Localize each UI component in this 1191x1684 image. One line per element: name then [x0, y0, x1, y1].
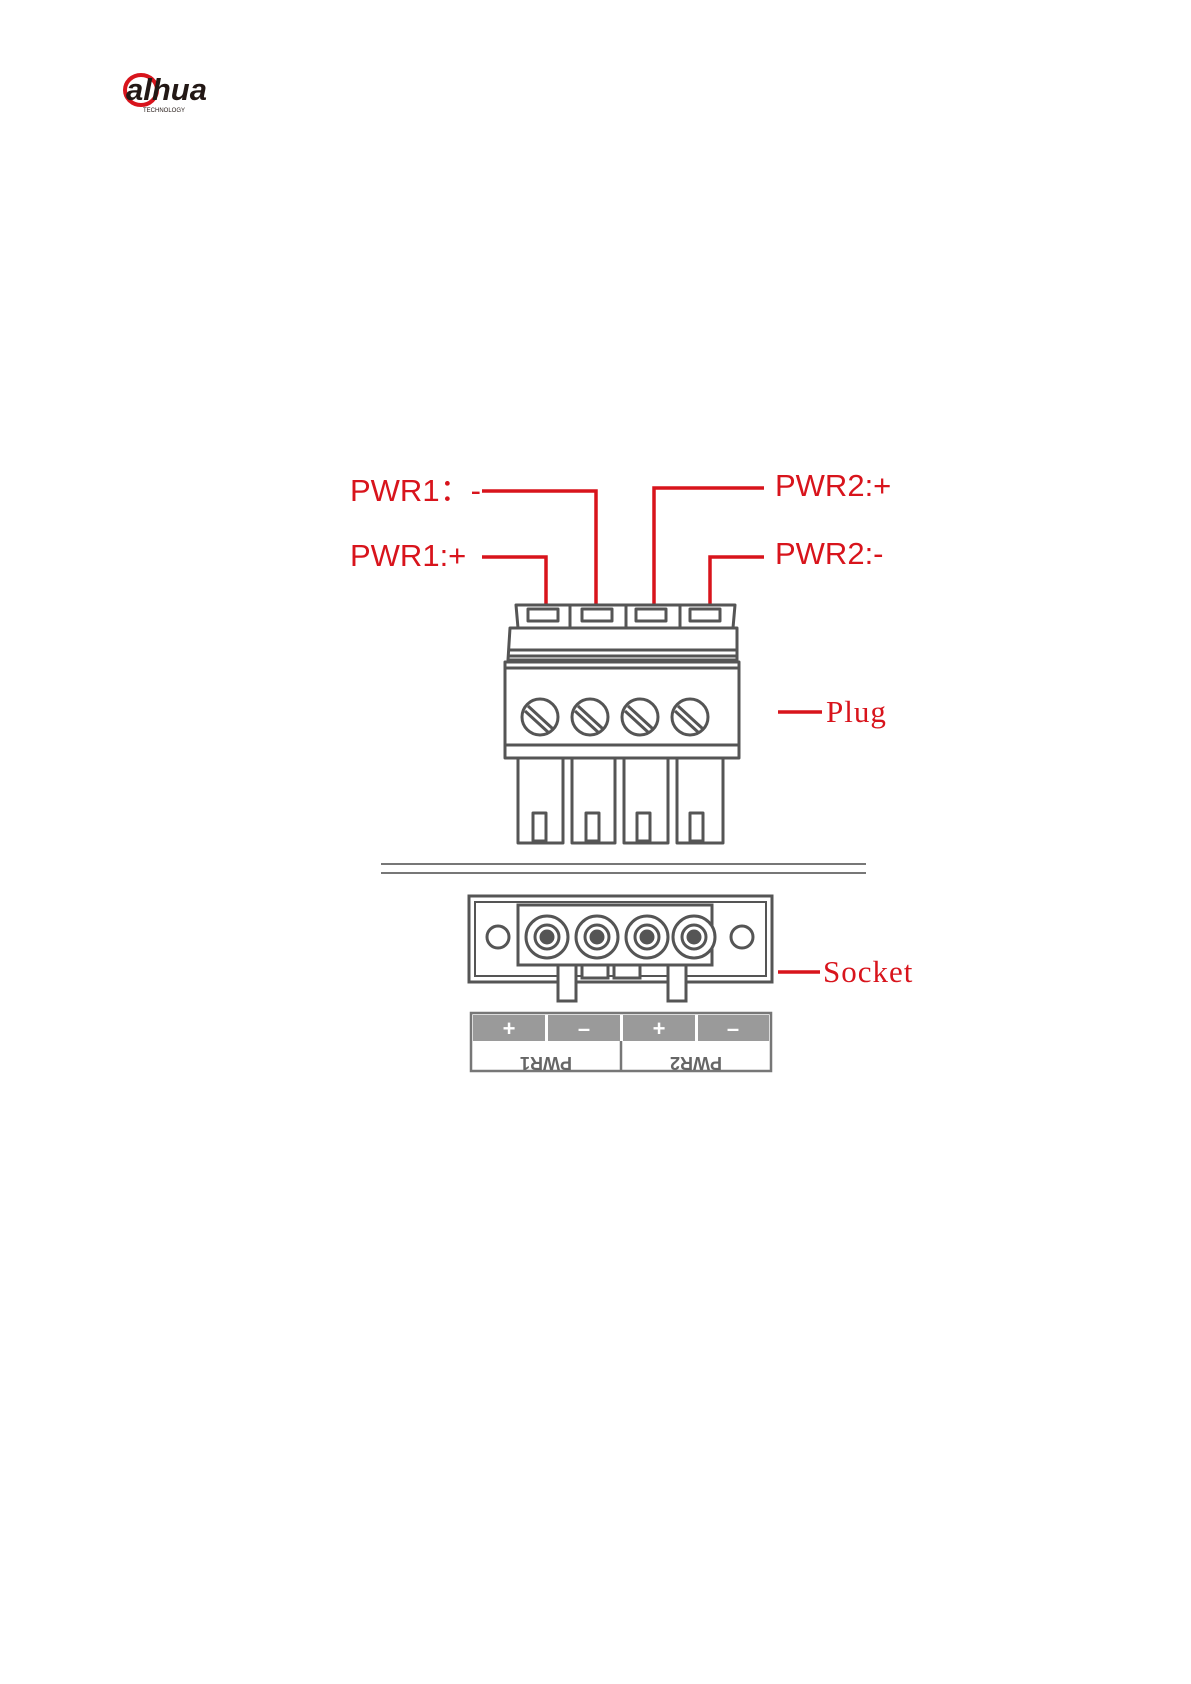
polarity-group-pwr1: PWR1: [520, 1053, 572, 1073]
label-pwr1-minus: PWR1：-: [350, 473, 481, 508]
leader-pwr1-plus: [482, 557, 546, 607]
socket-latch-left: [558, 965, 576, 1001]
wire-entry-4: [690, 609, 720, 621]
label-pwr2-minus: PWR2:-: [775, 536, 884, 571]
panel-separator: [381, 864, 866, 873]
socket-mount-hole-right: [731, 926, 753, 948]
label-socket: Socket: [823, 954, 913, 989]
plug-lower-body: [505, 745, 739, 758]
socket-mount-hole-left: [487, 926, 509, 948]
polarity-group-pwr2: PWR2: [670, 1053, 722, 1073]
polarity-symbol-3: +: [653, 1016, 666, 1041]
wire-entry-3: [636, 609, 666, 621]
socket-polarity-strip: + – + – PWR1 PWR2: [471, 1013, 771, 1073]
plug-drawing: [505, 605, 739, 843]
wire-entry-1: [528, 609, 558, 621]
wire-entry-2: [582, 609, 612, 621]
leader-pwr2-minus: [710, 557, 764, 607]
label-pwr1-plus: PWR1:+: [350, 538, 466, 573]
polarity-symbol-2: –: [578, 1016, 590, 1041]
polarity-symbol-1: +: [503, 1016, 516, 1041]
plug-pins: [518, 758, 723, 843]
leader-pwr1-minus: [482, 491, 596, 607]
polarity-symbol-4: –: [727, 1016, 739, 1041]
label-plug: Plug: [826, 694, 887, 729]
label-pwr2-plus: PWR2:+: [775, 468, 891, 503]
socket-latch-right: [668, 965, 686, 1001]
socket-drawing: [469, 896, 772, 1001]
